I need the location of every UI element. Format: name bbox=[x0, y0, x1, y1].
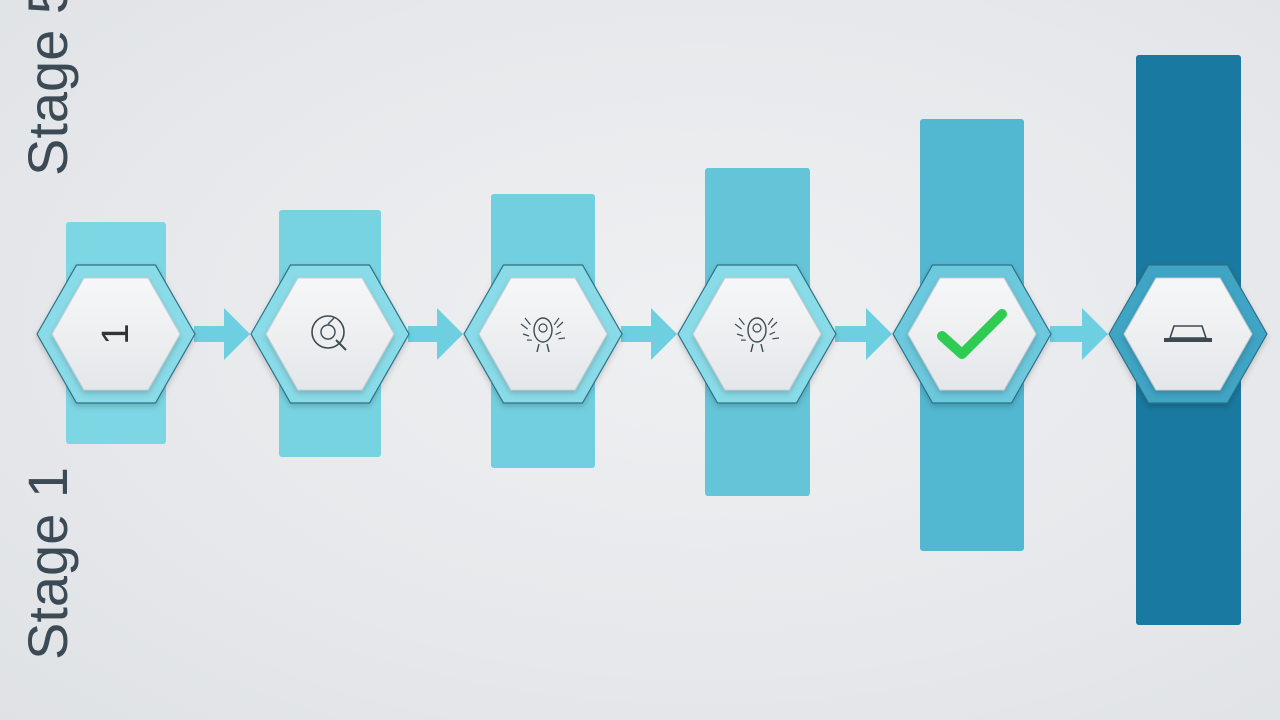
stage-hexagon-1: 1 bbox=[36, 264, 196, 404]
number-one-icon: 1 bbox=[95, 323, 137, 344]
brain-bulb-icon bbox=[734, 317, 780, 353]
svg-text:1: 1 bbox=[95, 323, 137, 344]
arrow-icon bbox=[408, 308, 463, 360]
stage-hexagon-5 bbox=[892, 264, 1052, 404]
arrow-icon bbox=[194, 308, 250, 360]
stage-hexagon-6 bbox=[1108, 264, 1268, 404]
arrow-icon bbox=[621, 308, 677, 360]
checkmark-icon bbox=[937, 309, 1007, 359]
stage-hexagon-3 bbox=[463, 264, 623, 404]
target-magnifier-icon bbox=[311, 315, 347, 351]
laptop-icon bbox=[1164, 325, 1212, 342]
stage-hexagon-4 bbox=[677, 264, 837, 404]
stage-hexagon-2 bbox=[250, 264, 410, 404]
arrow-icon bbox=[835, 308, 892, 360]
brain-bulb-icon bbox=[520, 317, 566, 353]
arrow-icon bbox=[1050, 308, 1108, 360]
